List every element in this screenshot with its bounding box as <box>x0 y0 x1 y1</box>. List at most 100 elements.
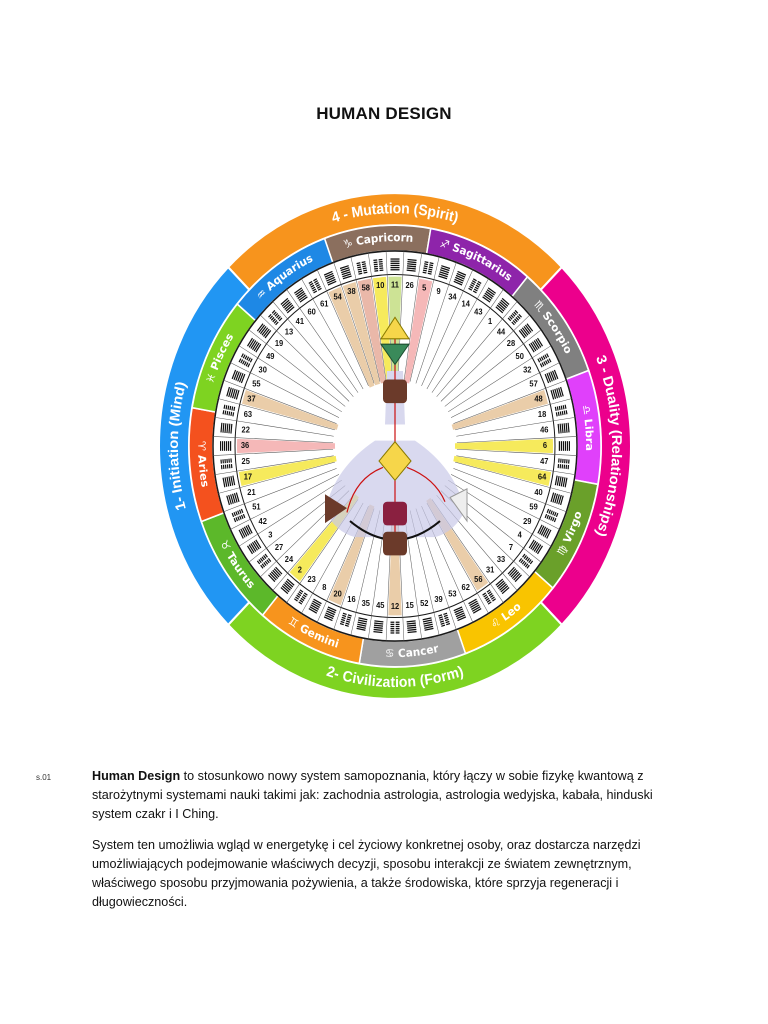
spoke-line <box>453 468 567 512</box>
gate-number: 57 <box>529 379 537 388</box>
gate-number: 30 <box>259 365 267 374</box>
gate-wedge <box>372 276 392 383</box>
hexagram-icon <box>438 612 451 627</box>
spoke-line <box>456 436 577 444</box>
hexagram-icon <box>268 566 283 583</box>
gate-number: 49 <box>266 352 275 361</box>
spoke-line <box>436 301 518 397</box>
gate-number: 61 <box>320 299 329 308</box>
gate-number: 60 <box>307 307 315 316</box>
spoke-line <box>453 380 567 424</box>
hexagram-icon <box>268 309 283 326</box>
gate-number: 9 <box>436 287 441 296</box>
hexagram-icon <box>507 566 522 583</box>
gate-number: 29 <box>523 517 532 526</box>
sign-label: ♈ Aries <box>195 441 211 488</box>
hexagram-icon <box>323 606 337 622</box>
quarter-label: 1- Initiation (Mind) <box>166 380 189 512</box>
gate-number: 56 <box>474 575 483 584</box>
hexagram-icon <box>356 261 368 275</box>
gate-number: 43 <box>474 307 483 316</box>
paragraph-intro-text: to stosunkowo nowy system samopoznania, … <box>92 769 653 821</box>
hexagram-icon <box>544 369 559 384</box>
gate-number: 33 <box>497 555 506 564</box>
hexagram-icon <box>390 258 400 271</box>
gate-number: 8 <box>322 583 327 592</box>
hexagram-icon <box>280 578 295 595</box>
spoke-line <box>456 448 577 456</box>
gate-number: 45 <box>376 601 385 610</box>
gate-number: 26 <box>406 281 415 290</box>
hexagram-icon <box>518 553 534 569</box>
gate-number: 32 <box>523 365 532 374</box>
spleen-center-icon <box>325 494 347 524</box>
number-ring <box>234 273 556 619</box>
spoke-line <box>223 468 337 512</box>
gate-number: 41 <box>296 317 305 326</box>
hexagram-icon <box>544 508 559 523</box>
hexagram-icon <box>453 606 467 622</box>
g-center-icon <box>378 440 412 482</box>
spoke-line <box>333 262 375 384</box>
spoke-line <box>455 398 572 431</box>
gate-wedge <box>453 455 552 487</box>
gate-wedge <box>454 438 553 454</box>
hexagram-icon <box>557 458 570 470</box>
hexagram-icon <box>558 441 570 451</box>
gate-wedge <box>238 455 337 487</box>
hexagram-icon <box>537 353 552 368</box>
spoke-line <box>248 329 346 407</box>
gate-number: 63 <box>244 410 253 419</box>
gate-number: 23 <box>307 575 316 584</box>
gate-number: 5 <box>422 283 427 292</box>
spoke-line <box>450 362 560 418</box>
hexagram-icon <box>339 612 352 627</box>
hexagram-icon <box>294 589 308 605</box>
hexagram-icon <box>356 617 368 631</box>
spoke-line <box>456 417 576 437</box>
spoke-line <box>448 345 552 413</box>
gate-wedge <box>328 286 375 388</box>
gate-number: 20 <box>333 589 341 598</box>
paragraph-intro: Human Design to stosunkowo nowy system s… <box>92 767 682 824</box>
hexagram-icon <box>373 258 384 272</box>
gate-number: 38 <box>347 287 356 296</box>
hexagram-icon <box>226 386 240 400</box>
gate-wedge <box>237 438 336 454</box>
spoke-line <box>214 455 334 475</box>
hexagram-icon <box>482 287 496 303</box>
hexagram-icon <box>528 337 544 353</box>
hexagram-icon <box>495 297 510 314</box>
hexagram-icon <box>528 539 544 555</box>
gate-number: 22 <box>242 425 251 434</box>
spoke-line <box>286 289 359 393</box>
gate-number: 6 <box>543 441 548 450</box>
hexagram-icon <box>422 617 434 631</box>
throat-center-icon <box>383 379 407 404</box>
spoke-line <box>440 314 531 402</box>
page-number: s.01 <box>36 773 52 782</box>
gate-wedge <box>342 281 381 386</box>
page-title: HUMAN DESIGN <box>316 104 452 123</box>
spoke-line <box>456 455 576 475</box>
spoke-line <box>431 289 504 393</box>
spoke-line <box>230 362 340 418</box>
hexagram-icon <box>220 458 233 470</box>
gate-number: 14 <box>462 299 471 308</box>
spoke-line <box>223 380 337 424</box>
spoke-line <box>421 269 474 387</box>
hexagram-icon <box>518 323 534 339</box>
hexagram-icon <box>231 369 246 384</box>
gate-number: 52 <box>420 599 429 608</box>
hexagram-icon <box>222 404 236 417</box>
hexagram-icon <box>482 589 496 605</box>
gate-number: 34 <box>448 292 457 301</box>
gate-number: 13 <box>285 327 294 336</box>
gate-number: 54 <box>333 292 342 301</box>
gate-number: 64 <box>538 472 547 481</box>
hexagram-icon <box>308 278 322 294</box>
spoke-line <box>213 436 334 444</box>
gate-number: 4 <box>518 530 523 539</box>
gate-number: 7 <box>509 543 513 552</box>
gate-number: 48 <box>534 394 543 403</box>
